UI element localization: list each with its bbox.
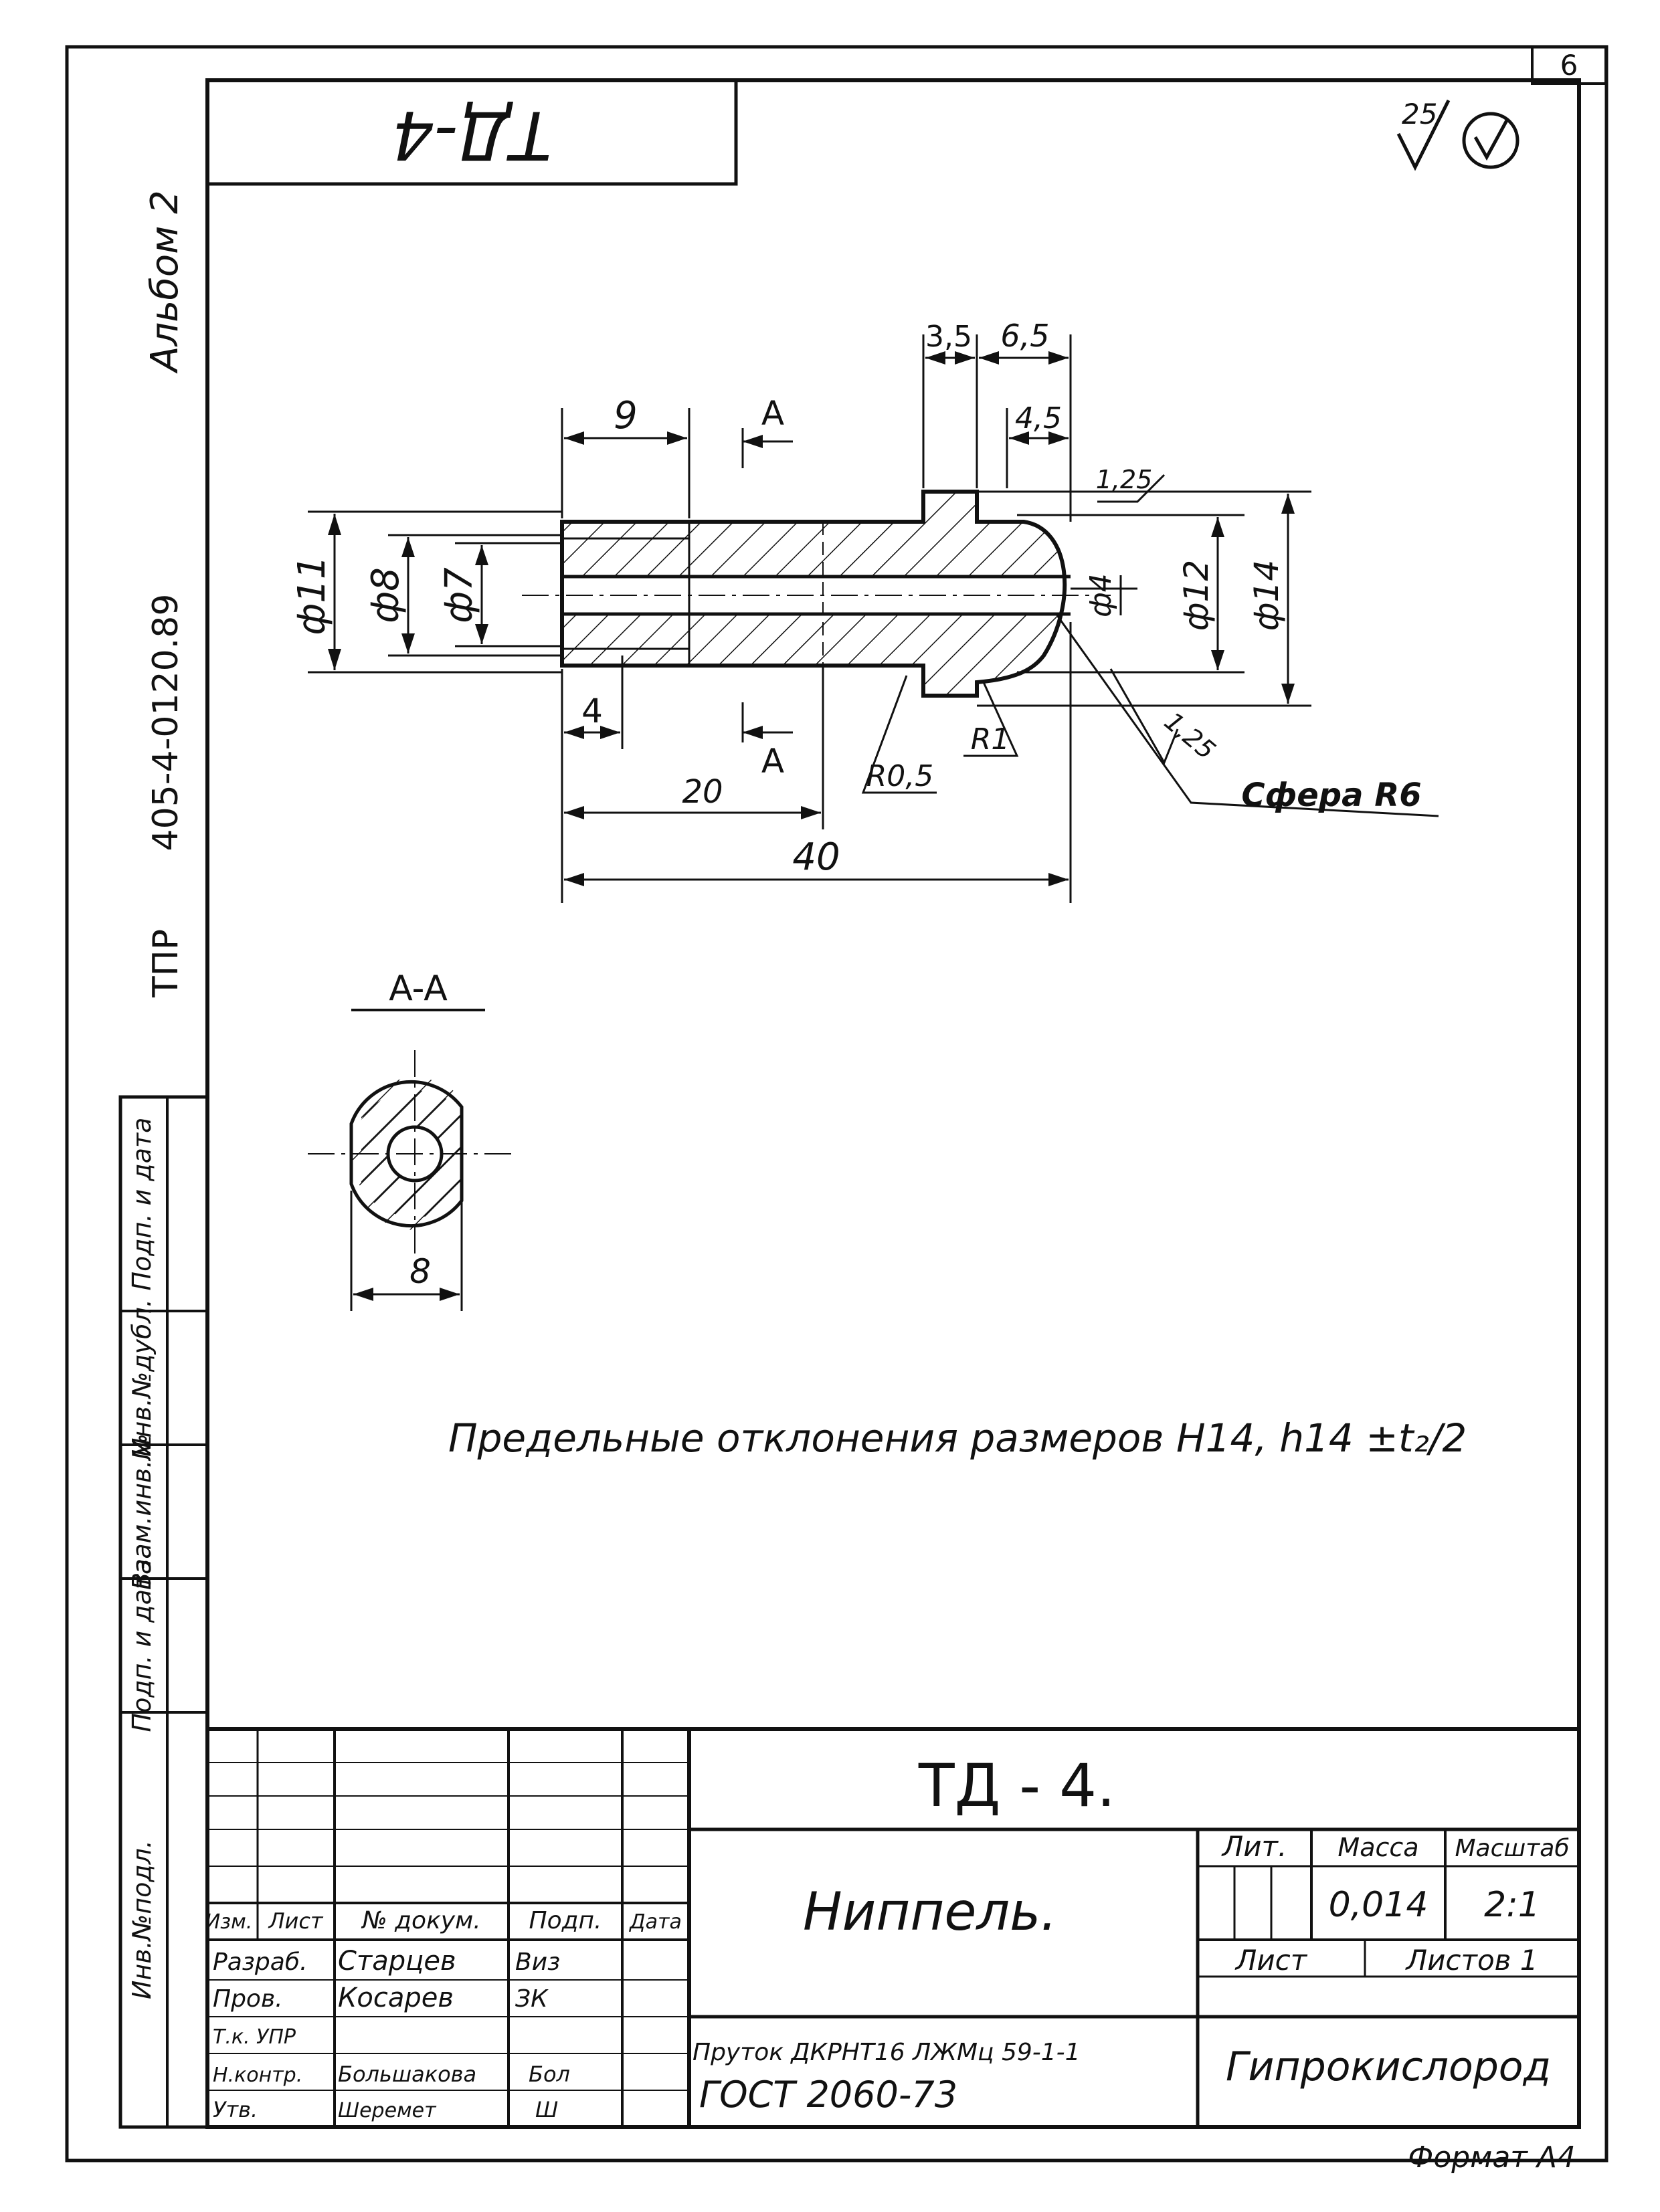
dim-length-40: 40: [792, 835, 840, 879]
row-sign-5: Бол: [529, 2062, 570, 2087]
page-number-box: [1531, 45, 1607, 85]
row-role-3: Т.к. УПР: [213, 2025, 296, 2049]
stamp-label-2: Инв.№дубл.: [127, 1299, 157, 1457]
format: Формат А4: [1408, 2140, 1576, 2175]
row-role-5: Н.контр.: [213, 2064, 302, 2087]
dim-diameter-8: ф8: [364, 567, 407, 623]
row-role-6: Утв.: [213, 2097, 258, 2122]
row-sign-6: Ш: [535, 2097, 558, 2122]
dim-roughness-2: 1,25: [1159, 706, 1221, 765]
dim-diameter-11: ф11: [290, 555, 334, 635]
header-lit: Лит.: [1221, 1830, 1287, 1863]
header-sheet: Лист: [1234, 1944, 1308, 1977]
dim-length-20: 20: [682, 773, 723, 811]
corner-title-box: [205, 78, 738, 186]
row-role-1: Разраб.: [213, 1948, 307, 1976]
dim-sphere-r6: Сфера R6: [1241, 777, 1421, 814]
row-sign-2: ЗК: [515, 1985, 549, 2013]
col-list: Лист: [268, 1908, 323, 1934]
designation: ТД - 4.: [918, 1751, 1115, 1820]
stamp-label-3: Взам.инв.№: [127, 1433, 157, 1590]
material-line-1: Пруток ДКРНТ16 ЛЖМц 59-1-1: [693, 2039, 1081, 2066]
dim-diameter-7: ф7: [438, 567, 481, 623]
col-izm: Изм.: [205, 1910, 253, 1934]
title-block: [205, 1727, 1581, 2129]
dim-radius-0-5: R0,5: [866, 759, 934, 793]
arrowheads: [328, 351, 1295, 886]
dimension-texts: ф11 ф8 ф7 ф4 ф12 ф14 9 3,5 6,5 4,5 4 20 …: [290, 318, 1422, 879]
section-mark-bottom: A: [761, 742, 784, 781]
dim-radius-1: R1: [971, 722, 1010, 757]
col-doc: № докум.: [361, 1907, 480, 1934]
stamp-label-4: Подп. и дата: [127, 1559, 157, 1732]
row-name-6: Шеремет: [338, 2099, 437, 2122]
dim-length-6-5: 6,5: [1000, 318, 1049, 354]
section-width: 8: [409, 1252, 431, 1291]
dim-roughness-1: 1,25: [1096, 465, 1153, 494]
roughness-value: 25: [1402, 98, 1437, 130]
stamp-label-1: Подп. и дата: [127, 1118, 157, 1291]
row-role-2: Пров.: [213, 1985, 283, 2013]
dim-length-4: 4: [581, 692, 603, 730]
side-album: Альбом 2: [143, 190, 187, 374]
tolerance-note: Предельные отклонения размеров H14, h14 …: [448, 1415, 1467, 1461]
col-sign: Подп.: [529, 1907, 602, 1934]
corner-title: ТД-4: [392, 96, 552, 175]
dim-diameter-14: ф14: [1247, 560, 1286, 631]
margin-stamp-column: Подп. и дата Инв.№дубл. Взам.инв.№ Подп.…: [118, 1095, 209, 2129]
row-sign-1: Виз: [515, 1948, 560, 1976]
stamp-label-5: Инв.№подл.: [127, 1840, 157, 1999]
mass-value: 0,014: [1329, 1885, 1428, 1925]
section-mark-top: A: [761, 394, 784, 433]
material-line-2: ГОСТ 2060-73: [699, 2074, 957, 2116]
title-block-texts: ТД - 4. Ниппель. Пруток ДКРНТ16 ЛЖМц 59-…: [205, 1751, 1576, 2175]
page-number: 6: [1560, 49, 1578, 82]
side-tpr: ТПР: [146, 929, 186, 998]
organization: Гипрокислород: [1226, 2043, 1551, 2090]
dim-length-9: 9: [614, 394, 638, 437]
header-scale: Масштаб: [1455, 1835, 1569, 1862]
row-name-2: Косарев: [338, 1983, 454, 2013]
col-date: Дата: [628, 1910, 682, 1934]
outer-frame: [65, 45, 1608, 2163]
dim-length-3-5: 3,5: [925, 320, 972, 354]
surface-roughness-symbol: 25: [1396, 98, 1519, 171]
section-title: A-A: [389, 969, 448, 1009]
dim-length-4-5: 4,5: [1015, 401, 1062, 435]
scale-value: 2:1: [1484, 1885, 1540, 1925]
header-sheets: Листов 1: [1405, 1944, 1538, 1977]
part-name: Ниппель.: [803, 1882, 1057, 1942]
part-main-view: [522, 490, 1111, 698]
section-a-a-view: A-A 8: [308, 969, 515, 1311]
dim-diameter-12: ф12: [1177, 560, 1216, 631]
side-project-number: 405-4-0120.89: [146, 594, 186, 851]
header-mass: Масса: [1338, 1833, 1418, 1862]
dim-diameter-4: ф4: [1084, 573, 1118, 617]
row-name-1: Старцев: [338, 1946, 456, 1977]
row-name-5: Большакова: [338, 2062, 476, 2087]
